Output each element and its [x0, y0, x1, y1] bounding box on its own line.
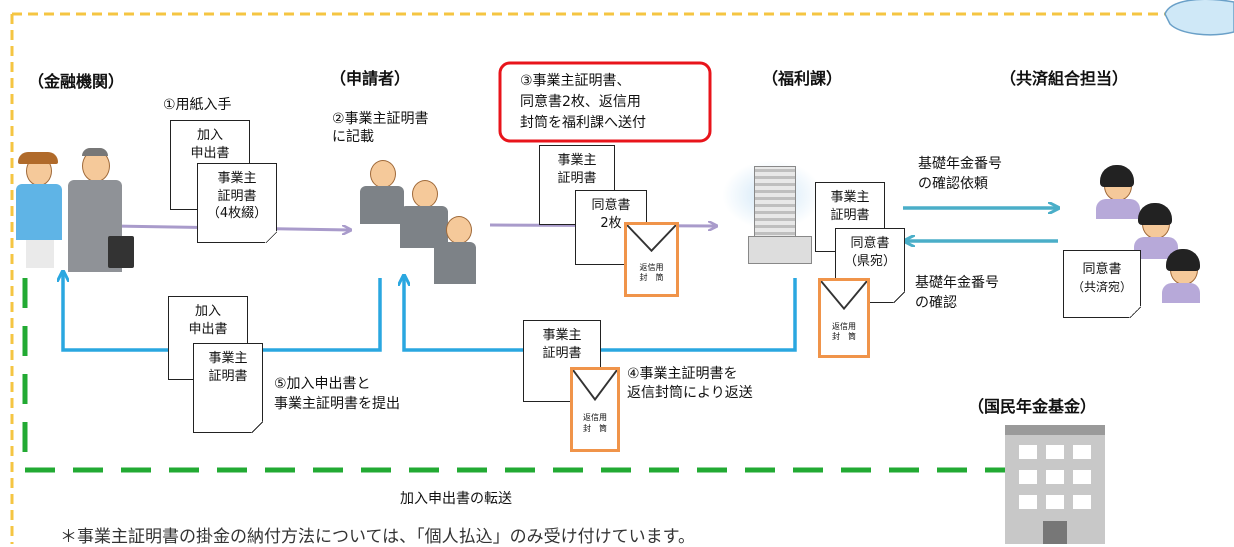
- doc-text: 証明書: [542, 345, 582, 361]
- header-bank: （金融機関）: [28, 72, 125, 91]
- doc-text: （4枚綴）: [206, 206, 268, 222]
- envelope-step3: 返信用封 筒: [624, 222, 679, 297]
- doc-jigyo-step5: 事業主証明書: [193, 343, 263, 433]
- envelope-text: 返信用: [639, 262, 664, 272]
- envelope-text: 返信用: [583, 413, 607, 423]
- step3-label-line3: 封筒を福利課へ送付: [520, 115, 646, 131]
- envelope-welfare: 返信用封 筒: [818, 278, 870, 358]
- step1-label: ①用紙入手: [163, 97, 232, 113]
- header-mutual: （共済組合担当）: [1000, 69, 1129, 88]
- doc-doui-kyo: 同意書 （共済宛）: [1063, 250, 1141, 318]
- doc-text: 事業主: [830, 190, 870, 205]
- envelope-text: 返信用: [832, 321, 856, 331]
- doc-text: 証明書: [830, 207, 870, 223]
- step3-highlight-box: [498, 61, 712, 143]
- doc-text: 同意書: [1082, 262, 1122, 277]
- confirm-line2: の確認: [915, 295, 957, 311]
- confirm-request-line1: 基礎年金番号: [918, 156, 1002, 172]
- transfer-label: 加入申出書の転送: [400, 491, 512, 507]
- doc-text: （県宛）: [843, 253, 896, 269]
- header-fund: （国民年金基金）: [968, 397, 1097, 416]
- doc-doui-ken: 同意書 （県宛）: [835, 228, 905, 303]
- step5-label-line2: 事業主証明書を提出: [274, 396, 400, 412]
- step3-label-line1: ③事業主証明書、: [520, 73, 631, 89]
- doc-text: 申出書: [190, 145, 230, 161]
- doc-text: 証明書: [557, 170, 597, 186]
- doc-text: 事業主: [217, 171, 257, 186]
- envelope-text: 封 筒: [639, 273, 664, 283]
- bank-staff-illustration: [12, 148, 134, 272]
- envelope-text: 封 筒: [583, 423, 607, 433]
- doc-text: 加入: [196, 128, 223, 143]
- doc-text: 事業主: [557, 153, 597, 168]
- doc-text: 事業主: [542, 328, 582, 343]
- header-applicant: （申請者）: [330, 69, 411, 88]
- step4-label-line2: 返信封筒により返送: [627, 385, 753, 401]
- doc-jigyo-step1: 事業主証明書 （4枚綴）: [197, 163, 277, 243]
- step2-label-line1: ②事業主証明書: [332, 111, 429, 127]
- envelope-text: 封 筒: [832, 332, 856, 342]
- welfare-office-building-icon: [722, 150, 822, 265]
- yellow-border: [10, 12, 1170, 544]
- doc-text: 同意書: [591, 198, 631, 213]
- doc-text: 加入: [194, 304, 221, 319]
- header-welfare: （福利課）: [762, 69, 843, 88]
- doc-text: 事業主: [208, 351, 248, 366]
- applicant-group-illustration: [356, 160, 476, 290]
- step4-label-line1: ④事業主証明書を: [627, 366, 738, 382]
- arrow-transfer-to-fund: [22, 278, 1025, 470]
- confirm-line1: 基礎年金番号: [915, 275, 999, 291]
- envelope-step4: 返信用封 筒: [570, 367, 620, 452]
- doc-text: 申出書: [188, 321, 228, 337]
- step3-label-line2: 同意書2枚、返信用: [520, 94, 641, 110]
- step2-label-line2: に記載: [332, 129, 374, 145]
- doc-jigyo-step4: 事業主証明書: [523, 320, 601, 402]
- cloud-decoration: [1164, 0, 1234, 36]
- doc-text: （共済宛）: [1071, 279, 1132, 294]
- doc-text: 同意書: [850, 236, 890, 251]
- mutual-aid-staff-illustration: [1090, 165, 1200, 305]
- doc-text: 証明書: [217, 188, 257, 204]
- step5-label-line1: ⑤加入申出書と: [274, 376, 371, 392]
- doc-text: 2枚: [600, 215, 622, 231]
- pension-fund-building-icon: [1005, 425, 1105, 544]
- footnote: ＊事業主証明書の掛金の納付方法については、「個人払込」のみ受け付けています。: [60, 527, 695, 547]
- confirm-request-line2: の確認依頼: [918, 176, 988, 192]
- doc-text: 証明書: [208, 368, 248, 384]
